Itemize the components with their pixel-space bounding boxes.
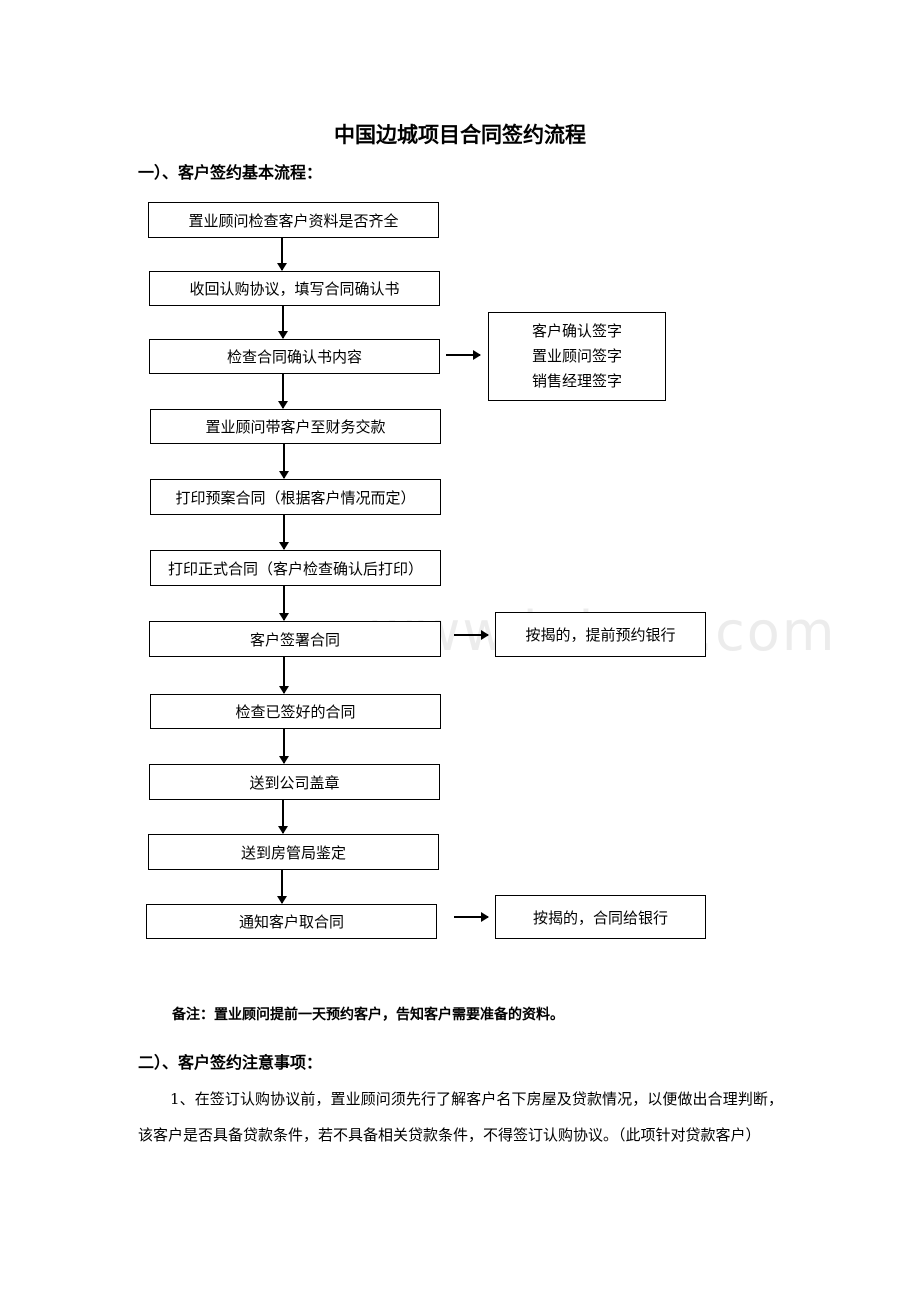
flow-step-company-seal: 送到公司盖章: [149, 764, 440, 800]
arrow-down: [279, 729, 289, 764]
arrow-down: [279, 515, 289, 550]
section-heading-basic-flow: 一）、客户签约基本流程：: [138, 163, 323, 182]
arrow-down: [277, 238, 287, 271]
arrow-down: [279, 444, 289, 479]
side-box-mortgage-bank: 按揭的，提前预约银行: [495, 612, 706, 657]
flow-step-payment: 置业顾问带客户至财务交款: [150, 409, 441, 444]
side-box-signatures: 客户确认签字 置业顾问签字 销售经理签字: [488, 312, 666, 401]
flow-step-print-draft: 打印预案合同（根据客户情况而定）: [150, 479, 441, 515]
arrow-down: [278, 306, 288, 339]
flow-step-notify-customer: 通知客户取合同: [146, 904, 437, 939]
flow-step-collect-agreement: 收回认购协议，填写合同确认书: [149, 271, 440, 306]
arrow-down: [278, 374, 288, 409]
flow-step-check-confirmation: 检查合同确认书内容: [149, 339, 440, 374]
flow-step-print-final: 打印正式合同（客户检查确认后打印）: [150, 550, 441, 586]
flow-step-check-signed: 检查已签好的合同: [150, 694, 441, 729]
precaution-item-1: 1、在签订认购协议前，置业顾问须先行了解客户名下房屋及贷款情况，以便做出合理判断…: [138, 1090, 783, 1144]
flow-step-sign-contract: 客户签署合同: [149, 621, 441, 657]
section-heading-precautions: 二）、客户签约注意事项：: [138, 1053, 323, 1072]
flow-step-check-documents: 置业顾问检查客户资料是否齐全: [148, 202, 439, 238]
flow-step-housing-bureau: 送到房管局鉴定: [148, 834, 439, 870]
signature-manager: 销售经理签字: [531, 372, 622, 390]
arrow-right: [446, 350, 481, 360]
signature-consultant: 置业顾问签字: [531, 347, 622, 365]
arrow-down: [279, 586, 289, 621]
arrow-down: [277, 870, 287, 904]
document-title: 中国边城项目合同签约流程: [334, 123, 586, 147]
signature-customer: 客户确认签字: [531, 322, 622, 340]
arrow-right: [454, 630, 489, 640]
side-box-contract-bank: 按揭的，合同给银行: [495, 895, 706, 939]
arrow-down: [278, 800, 288, 834]
arrow-down: [279, 657, 289, 694]
arrow-right: [454, 912, 489, 922]
flow-note: 备注：置业顾问提前一天预约客户，告知客户需要准备的资料。: [172, 1007, 564, 1023]
